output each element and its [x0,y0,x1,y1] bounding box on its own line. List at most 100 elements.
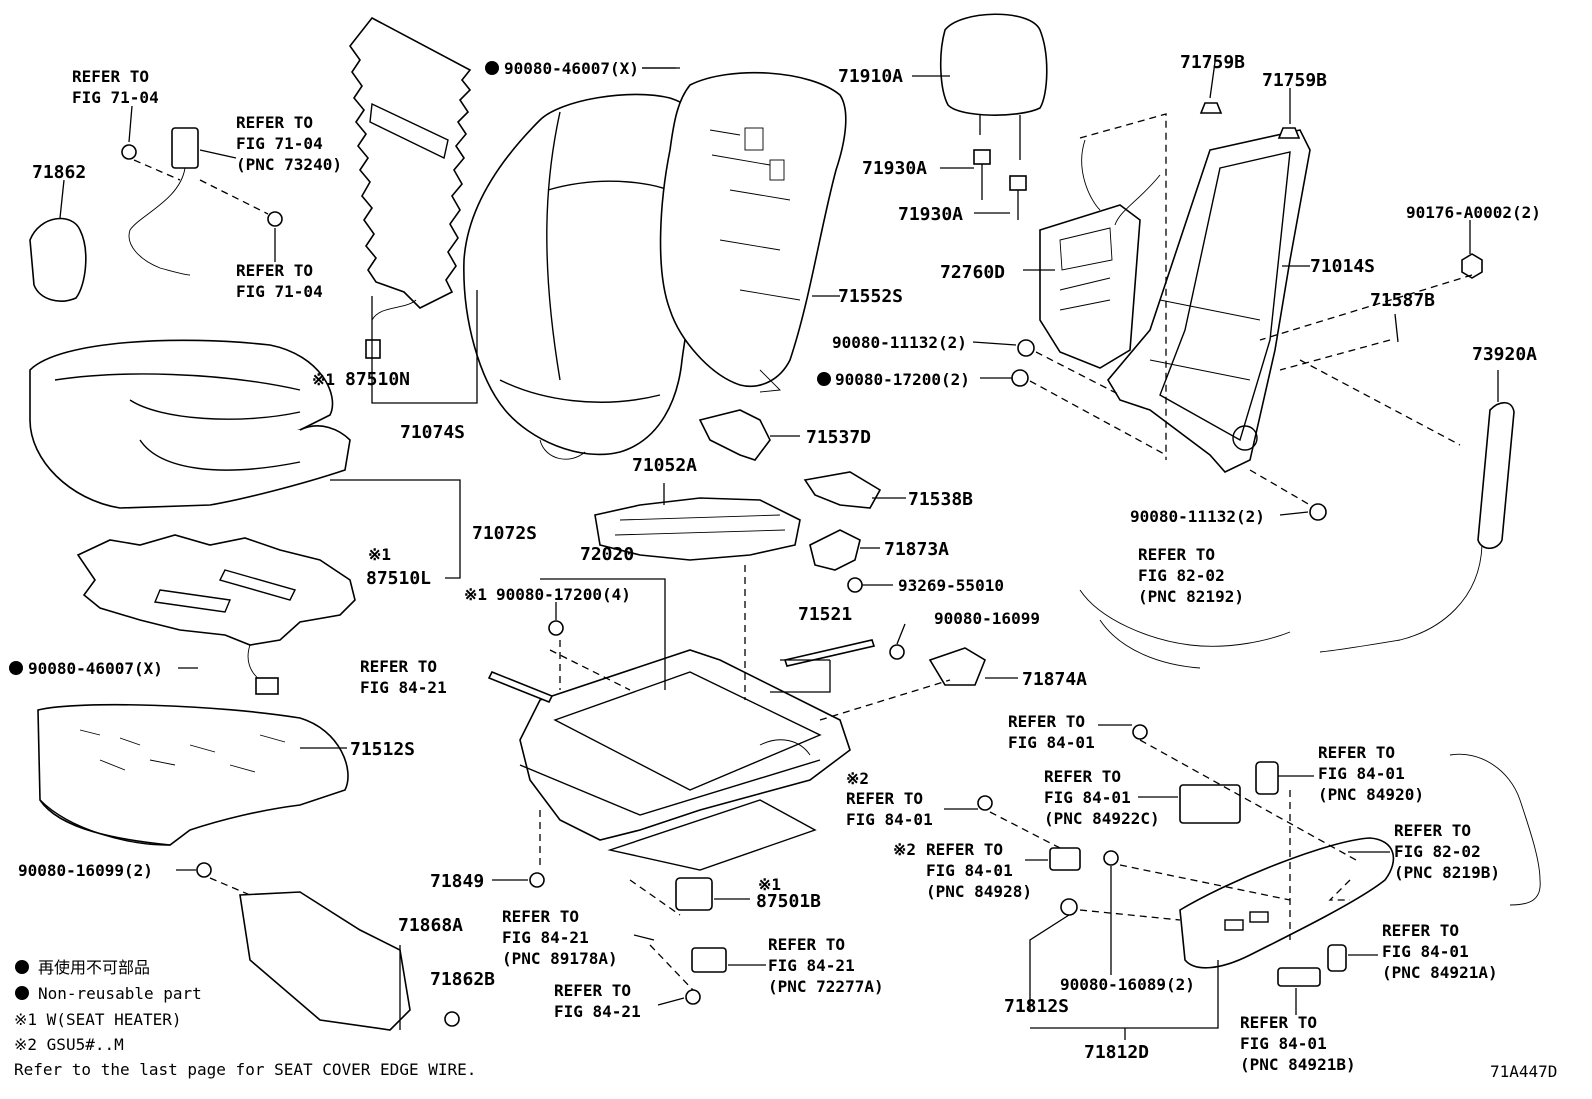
part-label: 71874A [1022,669,1087,690]
headrest-drawing [939,13,1048,160]
footnote-marks: ※1 ※1 ※1 ※1 ※2 ※2 [312,370,916,894]
seatback-pad-drawing [659,71,847,393]
part-label: 87501B [756,891,821,912]
knob-84921A-drawing [1327,944,1347,972]
leader-lines [59,61,1499,1040]
bracket-71874A-drawing [928,647,986,686]
part-label: 71552S [838,286,903,307]
part-label: 71512S [350,739,415,760]
connector-72277A-drawing [691,947,727,973]
part-label: 90080-46007(X) [504,59,639,78]
part-label: 72020 [580,544,634,565]
harness-8219B-drawing [1449,753,1541,906]
part-label: 90080-11132(2) [1130,507,1265,526]
dashed-guides [133,113,1473,991]
inner-shield-drawing [239,891,411,1031]
part-label: 71862 [32,162,86,183]
harness-82192-drawing [1079,589,1291,669]
footnote-mark: ※1 [368,545,391,564]
seatbelt-buckle-drawing [128,127,199,276]
headrest-support-drawing [973,149,1027,220]
part-label: 71873A [884,539,949,560]
diagram-code: 71A447D [1490,1062,1557,1081]
legend-jp: 再使用不可部品 [38,958,150,977]
knob-84921B-drawing [1277,967,1321,987]
seatback-frame-drawing [1107,129,1311,473]
part-label: 71538B [908,489,973,510]
part-label: 71052A [632,455,697,476]
part-label: 87510L [366,568,431,589]
footnote-mark: ※2 [846,769,869,788]
seatback-cover-drawing [463,93,714,460]
non-reusable-bullet-icon [15,986,29,1000]
bracket-71873A-drawing [809,529,861,571]
cover-71862-drawing [29,217,87,302]
part-label: 71862B [430,969,495,990]
seat-cushion-heater-drawing [76,534,356,695]
footnote-mark: ※2 [893,840,916,859]
part-label: 71759B [1180,52,1245,73]
part-label: 71868A [398,915,463,936]
part-label: 87510N [345,369,410,390]
part-label: 71014S [1310,256,1375,277]
part-label: 73920A [1472,344,1537,365]
part-label: 71537D [806,427,871,448]
fastener-icons [121,102,1483,1027]
seat-adjuster-drawing [519,649,851,871]
seatback-heater-pad-drawing [349,16,472,359]
part-label: 93269-55010 [898,576,1004,595]
legend-footer: Refer to the last page for SEAT COVER ED… [14,1060,476,1079]
part-label: 90176-A0002(2) [1406,203,1541,222]
part-label: 90080-46007(X) [28,659,163,678]
part-labels: 71862 71910A 71930A 71930A 71759B 71759B… [18,52,1541,1063]
part-label: 71759B [1262,70,1327,91]
part-label: 71930A [862,158,927,179]
part-label: 71930A [898,204,963,225]
lumbar-support-drawing [1039,139,1161,369]
side-airbag-drawing [1319,401,1515,653]
switch-84928-drawing [1049,847,1081,871]
part-label: 90080-11132(2) [832,333,967,352]
part-label: 71910A [838,66,903,87]
part-label: 90080-17200(2) [835,370,970,389]
bracket-71537D-drawing [698,409,771,461]
legend: 再使用不可部品 Non-reusable part ※1 W(SEAT HEAT… [14,958,476,1079]
part-label: 71849 [430,871,484,892]
footnote-mark: ※1 [312,370,335,389]
non-reusable-bullet-icon [9,661,23,675]
seat-cushion-cover-drawing [29,339,351,509]
switch-84922C-drawing [1179,784,1241,824]
part-label: 90080-16099 [934,609,1040,628]
legend-en: Non-reusable part [38,984,202,1003]
legend-note-1: ※1 W(SEAT HEATER) [14,1010,182,1029]
part-label: 72760D [940,262,1005,283]
bracket-71538B-drawing [803,471,882,509]
footnote-mark: ※1 [464,585,487,604]
legend-note-2: ※2 GSU5#..M [14,1035,124,1054]
part-label: 71587B [1370,290,1435,311]
non-reusable-bullet-icon [15,960,29,974]
part-label: 90080-17200(4) [496,585,631,604]
sensor-87501B-drawing [675,877,713,911]
part-label: 71812S [1004,996,1069,1017]
non-reusable-bullet-icon [485,61,499,75]
cushion-shield-drawing [1179,837,1395,969]
part-label: 71074S [400,422,465,443]
seat-cushion-pad-drawing [37,703,349,846]
seat-spring-drawing [594,497,801,561]
